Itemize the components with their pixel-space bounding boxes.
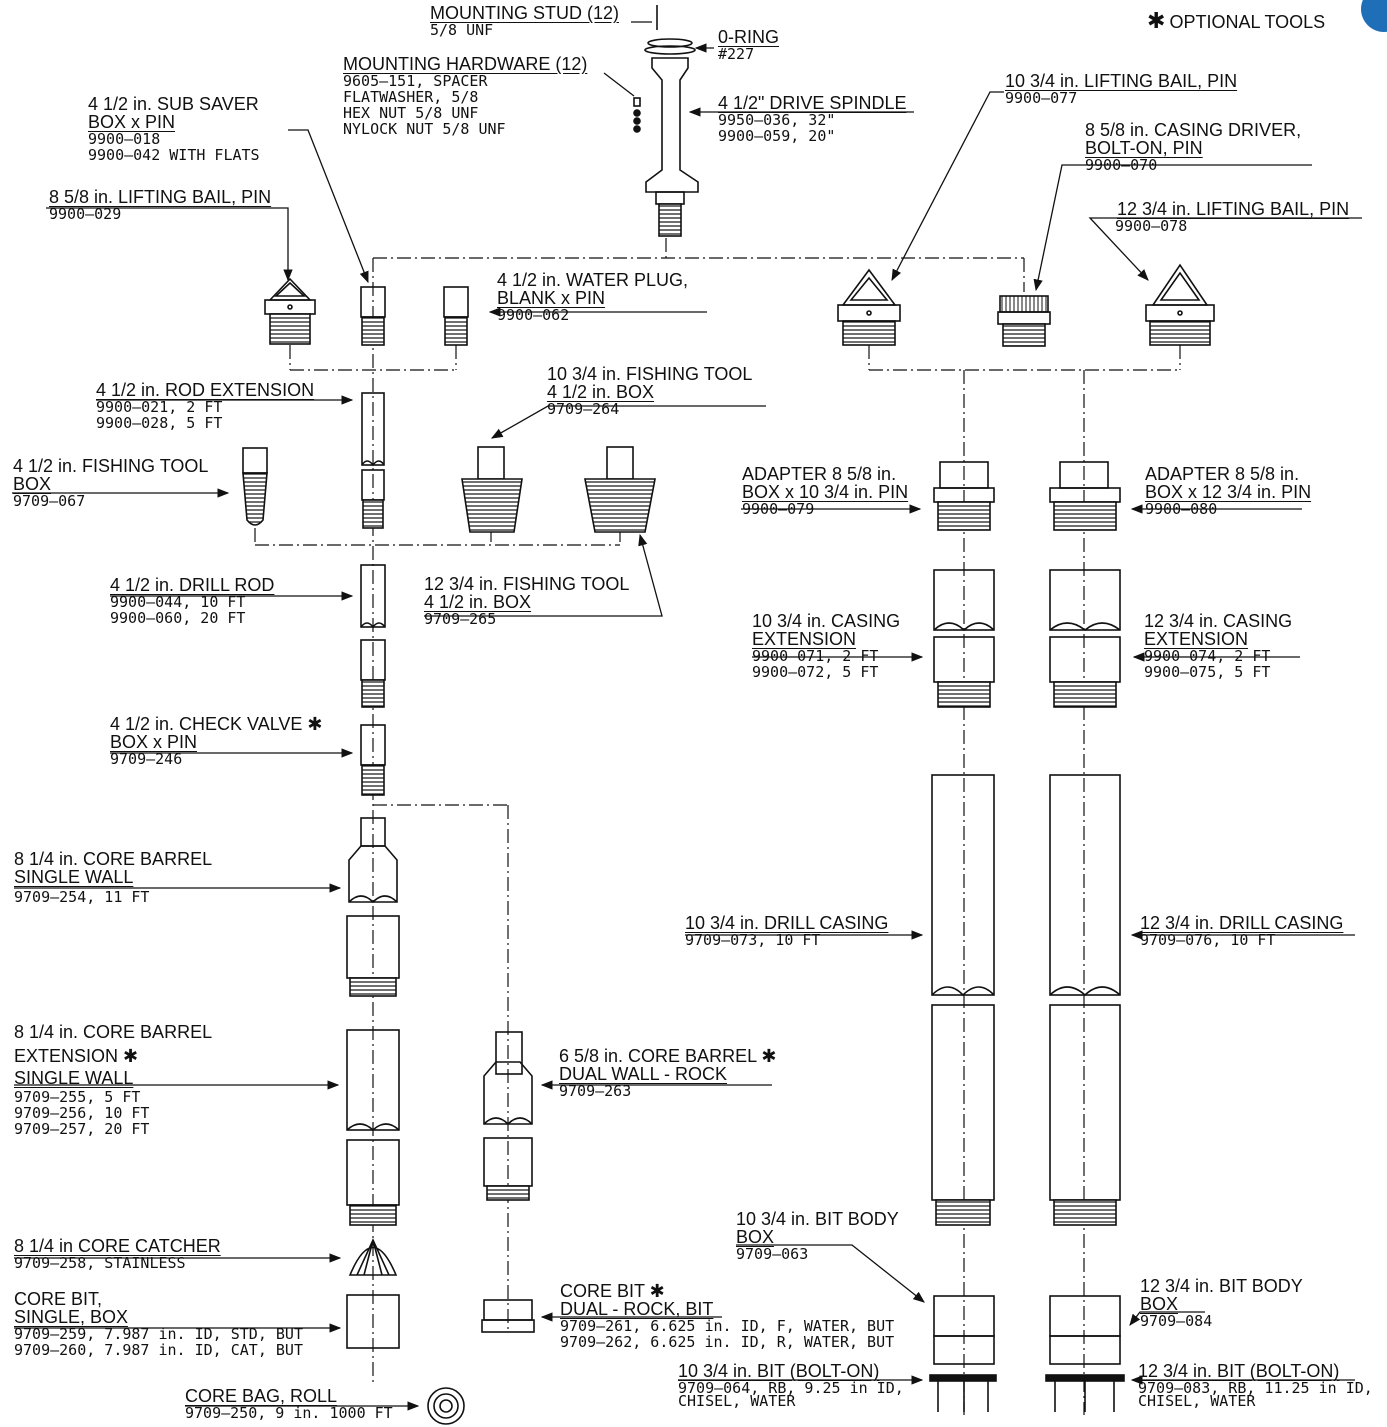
water-plug	[443, 286, 469, 318]
label-core-barrel-dual-wall: 6 5/8 in. CORE BARREL ✱ DUAL WALL - ROCK…	[559, 1046, 777, 1100]
label-sub-saver: 4 1/2 in. SUB SAVER BOX x PIN 9900–018 9…	[88, 94, 260, 164]
label-casing-driver: 8 5/8 in. CASING DRIVER, BOLT-ON, PIN 99…	[1085, 120, 1302, 174]
core-barrel-extension	[346, 1029, 400, 1226]
star-icon: ✱	[1147, 8, 1166, 33]
label-fishing-tool-412: 4 1/2 in. FISHING TOOL BOX 9709–067	[13, 456, 209, 510]
adapter-1234	[1049, 461, 1121, 531]
label-check-valve: 4 1/2 in. CHECK VALVE ✱ BOX x PIN 9709–2…	[110, 714, 323, 768]
lifting-bail-858	[264, 277, 316, 345]
casing-driver	[997, 295, 1051, 347]
core-catcher	[348, 1238, 398, 1276]
lifting-bail-1234	[1145, 263, 1215, 346]
label-core-catcher: 8 1/4 in CORE CATCHER 9709–258, STAINLES…	[14, 1236, 221, 1272]
drill-casing-1234	[1049, 774, 1121, 1226]
label-bit-body-1034: 10 3/4 in. BIT BODY BOX 9709–063	[736, 1209, 899, 1263]
fishing-tool-1034	[461, 446, 523, 533]
bit-body-1234	[1049, 1295, 1121, 1337]
casing-extension-1034	[933, 569, 995, 708]
label-core-bag: CORE BAG, ROLL 9709–250, 9 in. 1000 FT	[185, 1386, 393, 1422]
label-drill-rod: 4 1/2 in. DRILL ROD 9900–044, 10 FT 9900…	[110, 575, 275, 627]
leader-lines	[12, 21, 1362, 1411]
label-adapter-1234: ADAPTER 8 5/8 in. BOX x 12 3/4 in. PIN 9…	[1145, 464, 1312, 518]
center-lines	[254, 238, 1181, 1415]
core-barrel-dual-wall	[483, 1031, 533, 1201]
label-core-barrel-single-wall: 8 1/4 in. CORE BARREL SINGLE WALL 9709–2…	[14, 849, 213, 906]
label-mounting-hardware: MOUNTING HARDWARE (12) 9605–151, SPACER …	[343, 54, 588, 138]
label-drill-casing-1034: 10 3/4 in. DRILL CASING 9709–073, 10 FT	[685, 913, 889, 949]
label-adapter-1034: ADAPTER 8 5/8 in. BOX x 10 3/4 in. PIN 9…	[742, 464, 909, 518]
drive-spindle	[633, 5, 699, 237]
label-casing-extension-1034: 10 3/4 in. CASING EXTENSION 9900–071, 2 …	[752, 611, 901, 681]
label-core-bit-single: CORE BIT, SINGLE, BOX 9709–259, 7.987 in…	[14, 1289, 303, 1359]
label-core-barrel-extension: 8 1/4 in. CORE BARREL EXTENSION ✱ SINGLE…	[14, 1022, 213, 1138]
label-bit-bolt-on-1234: 12 3/4 in. BIT (BOLT-ON) 9709–083, RB, 1…	[1138, 1361, 1373, 1410]
label-lifting-bail-858: 8 5/8 in. LIFTING BAIL, PIN 9900–029	[49, 187, 272, 223]
fishing-tool-1234	[584, 446, 656, 533]
label-o-ring: 0-RING #227	[718, 27, 780, 63]
core-barrel-single-wall	[346, 817, 400, 997]
label-rod-extension: 4 1/2 in. ROD EXTENSION 9900–021, 2 FT 9…	[96, 380, 315, 432]
bit-bolt-on-1034	[929, 1374, 997, 1412]
label-mounting-stud: MOUNTING STUD (12) 5/8 UNF	[430, 3, 619, 39]
bit-bolt-on-1234	[1045, 1374, 1125, 1412]
label-casing-extension-1234: 12 3/4 in. CASING EXTENSION 9900–074, 2 …	[1144, 611, 1293, 681]
optional-tools-legend: ✱OPTIONAL TOOLS	[1147, 8, 1326, 33]
fishing-tool-412	[242, 447, 268, 526]
label-lifting-bail-1034: 10 3/4 in. LIFTING BAIL, PIN 9900–077	[1005, 71, 1238, 107]
adapter-1034	[933, 461, 995, 531]
core-bag-roll	[427, 1387, 465, 1425]
label-fishing-tool-1034: 10 3/4 in. FISHING TOOL 4 1/2 in. BOX 97…	[547, 364, 753, 418]
label-bit-body-1234: 12 3/4 in. BIT BODY BOX 9709–084	[1140, 1276, 1303, 1330]
core-bit-dual	[481, 1299, 535, 1333]
label-drive-spindle: 4 1/2" DRIVE SPINDLE 9950–036, 32" 9900–…	[718, 93, 907, 145]
label-water-plug: 4 1/2 in. WATER PLUG, BLANK x PIN 9900–0…	[497, 270, 689, 324]
lifting-bail-1034	[837, 268, 901, 346]
label-bit-bolt-on-1034: 10 3/4 in. BIT (BOLT-ON) 9709–064, RB, 9…	[678, 1361, 904, 1410]
drill-casing-1034	[931, 774, 995, 1226]
label-lifting-bail-1234: 12 3/4 in. LIFTING BAIL, PIN 9900–078	[1115, 199, 1350, 235]
label-drill-casing-1234: 12 3/4 in. DRILL CASING 9709–076, 10 FT	[1140, 913, 1344, 949]
core-bit-single	[346, 1294, 400, 1349]
label-core-bit-dual: CORE BIT ✱ DUAL - ROCK, BIT 9709–261, 6.…	[560, 1281, 895, 1351]
label-fishing-tool-1234: 12 3/4 in. FISHING TOOL 4 1/2 in. BOX 97…	[424, 574, 630, 628]
casing-extension-1234	[1049, 569, 1121, 708]
